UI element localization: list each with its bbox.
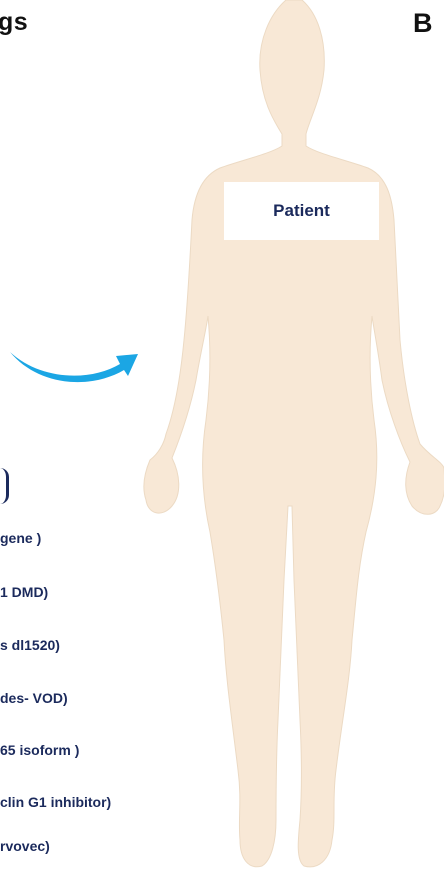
list-item: rvovec)	[0, 838, 50, 854]
curved-arrow-icon	[0, 338, 150, 388]
list-item: gene )	[0, 530, 41, 546]
body-shape	[144, 0, 444, 867]
list-item: 1 DMD)	[0, 584, 48, 600]
list-item: s dl1520)	[0, 637, 60, 653]
list-item: des- VOD)	[0, 690, 68, 706]
arrow-shaft	[10, 352, 138, 382]
list-item: clin G1 inhibitor)	[0, 794, 111, 810]
list-item: 65 isoform )	[0, 742, 79, 758]
bracket-fragment	[0, 468, 9, 504]
patient-label-box: Patient	[224, 182, 379, 240]
patient-label: Patient	[273, 201, 330, 221]
